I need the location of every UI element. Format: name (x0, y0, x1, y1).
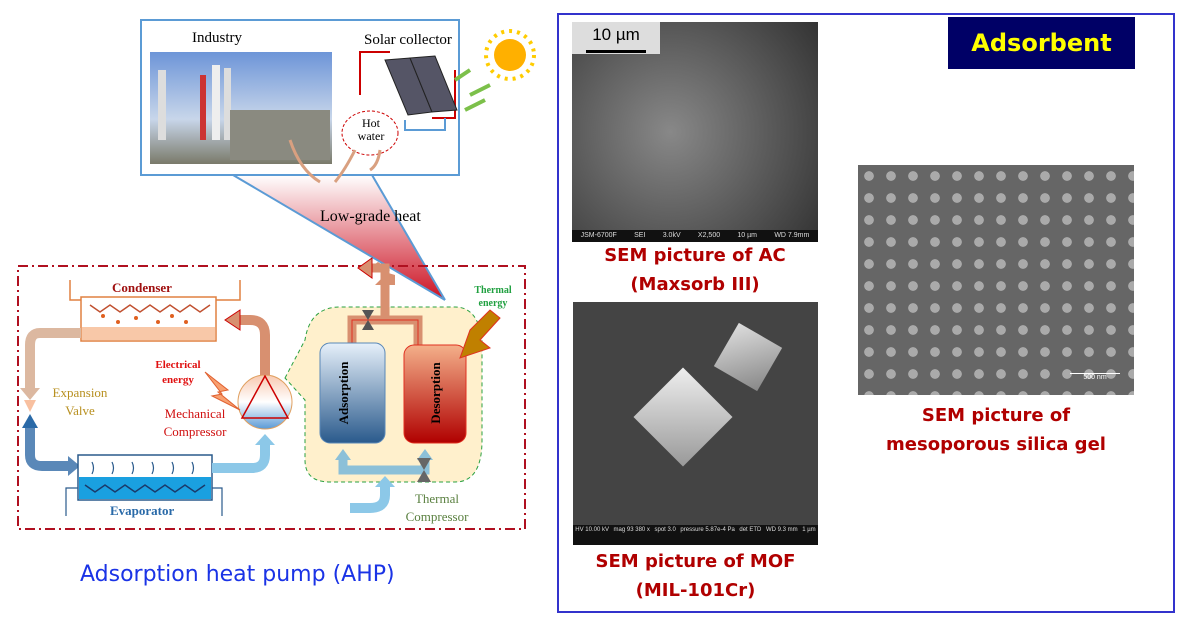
thermal-compressor-label: Thermal Compressor (405, 491, 469, 524)
hot-water-label: Hot water (357, 116, 385, 143)
mof-caption: SEM picture of MOF(MIL-101Cr) (595, 551, 796, 601)
condenser-label: Condenser (112, 280, 172, 295)
adsorption-bed (319, 342, 386, 444)
electrical-energy-label: Electrical energy (155, 359, 201, 386)
sem-image-silica: 500 nm (858, 165, 1134, 395)
ahp-diagram (17, 19, 536, 530)
low-grade-heat-label: Low-grade heat (320, 208, 421, 225)
evaporator-label: Evaporator (110, 503, 175, 518)
sun-icon (494, 39, 526, 71)
ac-caption: SEM picture of AC(Maxsorb III) (604, 245, 786, 295)
hot-water-cloud (341, 110, 399, 156)
scale-label: 10 µm (572, 22, 660, 54)
ahp-frame (17, 265, 526, 530)
desorption-bed (403, 344, 467, 444)
thermal-energy-arrow (459, 309, 501, 359)
industry-label: Industry (192, 30, 242, 46)
expansion-valve (22, 414, 38, 428)
mechanical-compressor (237, 374, 293, 430)
thermal-energy-label: Thermal energy (474, 285, 512, 309)
mechanical-compressor-label: Mechanical Compressor (163, 406, 227, 439)
adsorption-label: Adsorption (336, 361, 351, 425)
ahp-title: Adsorption heat pump (AHP) (80, 562, 395, 587)
adsorbent-heading: Adsorbent (948, 17, 1135, 69)
lightning-icon (204, 371, 241, 411)
expansion-valve-label: Expansion Valve (52, 385, 108, 418)
desorption-label: Desorption (428, 362, 443, 424)
scale-label: 500 nm (1070, 373, 1120, 381)
solar-collector-label: Solar collector (364, 32, 452, 48)
valve-icon (362, 320, 374, 330)
adsorbent-frame (557, 13, 1175, 613)
